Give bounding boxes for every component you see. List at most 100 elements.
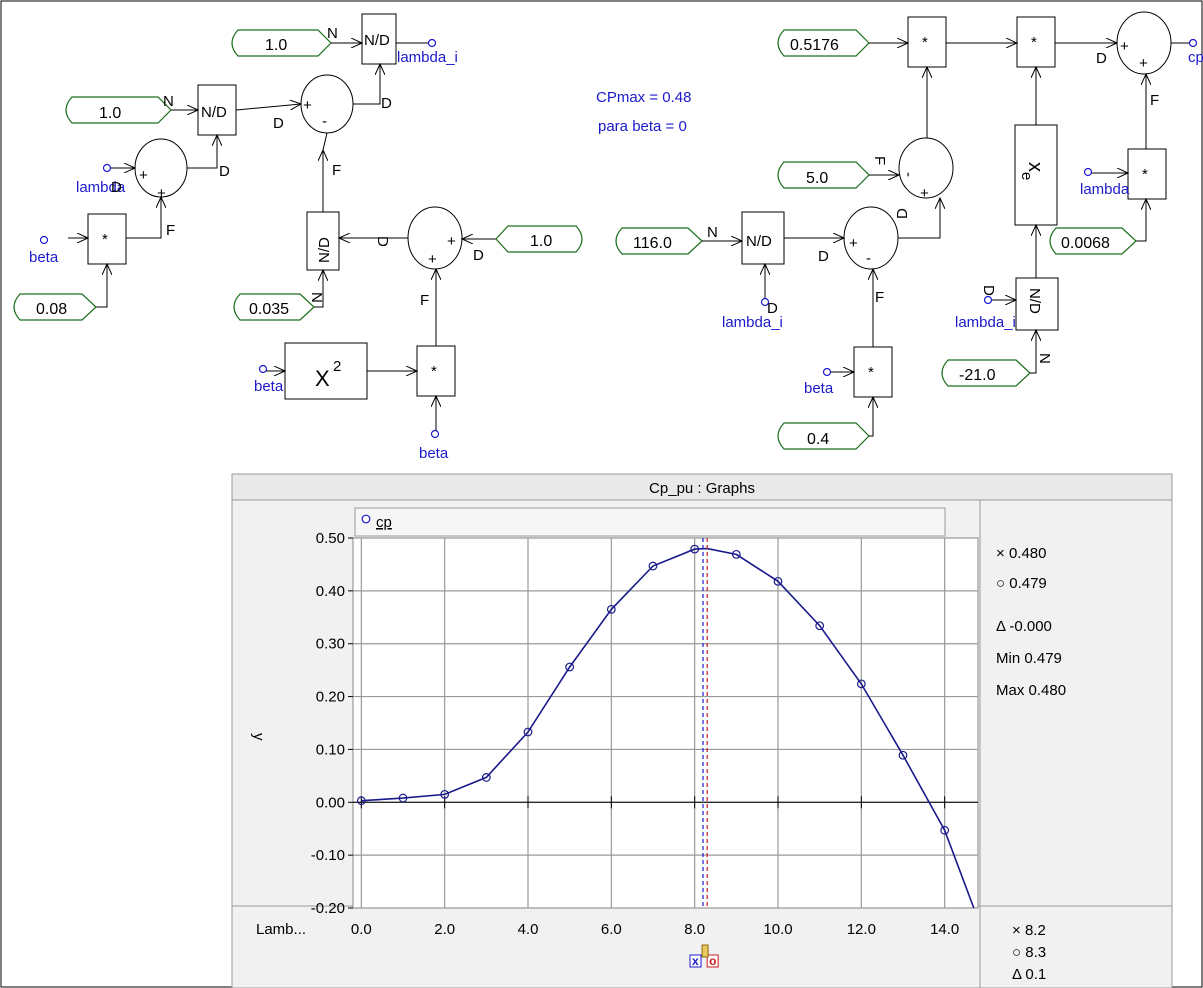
nd-block-right-1[interactable]: N/D [741,211,785,265]
constant-0-4-value: 0.4 [807,431,829,448]
x-tick-6: 12.0 [847,921,876,938]
sum6-plus-b: + [1139,55,1148,72]
sum2-minus: - [322,113,327,130]
multiplier-beta-008-label: * [102,231,108,248]
constant-116[interactable]: 116.0 [615,227,703,255]
legend-marker-icon [361,514,371,524]
signal-lambda-i-right-2: lambda_i [955,314,1016,331]
signal-node-beta-3[interactable] [430,429,440,439]
readout-y-cursor-x: × 0.480 [996,545,1046,562]
y-axis-label: y [250,733,267,741]
sum-junction-1[interactable]: + + [134,138,188,202]
constant-1c[interactable]: 1.0 [495,225,583,253]
annotation-cpmax: CPmax = 0.48 [596,89,691,106]
multiplier-beta-04-label: * [868,364,874,381]
constant-5[interactable]: 5.0 [777,161,870,189]
nd-block-lambda[interactable]: N/D [197,84,237,136]
multiplier-beta-04[interactable]: * [853,346,893,398]
series-point-13 [898,750,908,760]
constant-minus-21[interactable]: -21.0 [941,359,1031,387]
port-d-10: D [980,285,997,296]
signal-node-lambda-i-right-2[interactable] [983,295,993,305]
nd-block-right-2[interactable]: N/D [1015,277,1059,331]
legend-label: cp [376,514,392,531]
readout-x-delta: Δ 0.1 [1012,966,1046,983]
square-block[interactable]: X 2 [284,342,368,400]
multiplier-beta-square[interactable]: * [416,345,456,397]
series-point-5 [565,662,575,672]
signal-node-lambda-in[interactable] [102,163,112,173]
nd-block-lambda-i[interactable]: N/D [361,13,397,65]
constant-0-5176-value: 0.5176 [790,37,839,54]
signal-beta-right: beta [804,380,834,397]
signal-node-beta-right[interactable] [822,367,832,377]
constant-0-035-value: 0.035 [249,301,289,318]
port-d-2: D [273,115,284,132]
series-point-0 [356,796,366,806]
multiplier-lambda[interactable]: * [1127,148,1167,200]
signal-lambda-i-out: lambda_i [397,49,458,66]
signal-node-cp-out[interactable] [1188,38,1198,48]
multiplier-exp-label: * [1031,34,1037,51]
plot-area[interactable] [352,537,979,909]
cursor-drag-grip[interactable] [701,944,709,958]
signal-node-lambda-i-out[interactable] [427,38,437,48]
right-wires [702,43,1190,437]
sum-junction-2[interactable]: + - [300,74,354,134]
port-d-1: D [381,95,392,112]
series-point-11 [815,621,825,631]
constant-0-035[interactable]: 0.035 [233,293,315,321]
graph-panel[interactable]: Cp_pu : Graphs cp y Lamb... -0.20-0.100.… [231,473,1173,988]
sum1-plus-b: + [157,185,166,202]
x-tick-2: 4.0 [518,921,539,938]
constant-0-0068[interactable]: 0.0068 [1049,227,1137,255]
nd-block-rotated[interactable]: N/D [306,211,340,271]
plot-grid [353,537,978,909]
constant-0-4[interactable]: 0.4 [777,422,870,450]
signal-node-lambda-i-right-1[interactable] [760,297,770,307]
port-d-9: D [767,300,778,317]
x-tick-1: 2.0 [434,921,455,938]
constant-0-08[interactable]: 0.08 [13,293,97,321]
sum1-plus-a: + [139,167,148,184]
y-tick-3: 0.10 [316,741,345,758]
constant-1a-value: 1.0 [265,37,287,54]
series-point-7 [648,561,658,571]
constant-1a[interactable]: 1.0 [231,29,332,57]
y-tick-1: -0.10 [311,847,345,864]
sum3-plus-a: + [447,233,456,250]
legend-bar[interactable] [354,507,946,537]
constant-1b[interactable]: 1.0 [65,96,172,124]
sum3-plus-b: + [428,251,437,268]
signal-lambda-i-right-1: lambda_i [722,314,783,331]
series-layer [356,544,975,909]
constant-0-5176[interactable]: 0.5176 [777,29,870,57]
signal-node-beta-2[interactable] [258,364,268,374]
signal-node-beta-1[interactable] [39,235,49,245]
sum-junction-6[interactable]: + + [1116,11,1172,75]
signal-node-lambda-right[interactable] [1083,167,1093,177]
sum-junction-4[interactable]: - + [898,137,954,202]
sum-junction-3[interactable]: + + [407,206,463,270]
multiplier-beta-008[interactable]: * [87,213,127,265]
cursor-x-handle[interactable] [689,954,702,968]
exponential-block-label: x [1024,162,1046,172]
port-n-2: N [163,93,174,110]
signal-beta-3: beta [419,445,449,462]
readout-y-delta: Δ -0.000 [996,618,1052,635]
port-n-4: N [707,224,718,241]
port-d-3: D [219,163,230,180]
cursor-o-handle[interactable] [706,954,719,968]
sum6-plus-a: + [1120,38,1129,55]
series-point-6 [606,604,616,614]
sum-junction-5[interactable]: + - [843,206,899,270]
multiplier-exp[interactable]: * [1016,16,1056,68]
multiplier-05176[interactable]: * [907,16,947,68]
left-wires [68,43,496,434]
signal-cp-out: cp [1188,49,1203,66]
port-d-7: D [894,208,911,219]
exponential-block[interactable]: x e [1014,124,1058,226]
